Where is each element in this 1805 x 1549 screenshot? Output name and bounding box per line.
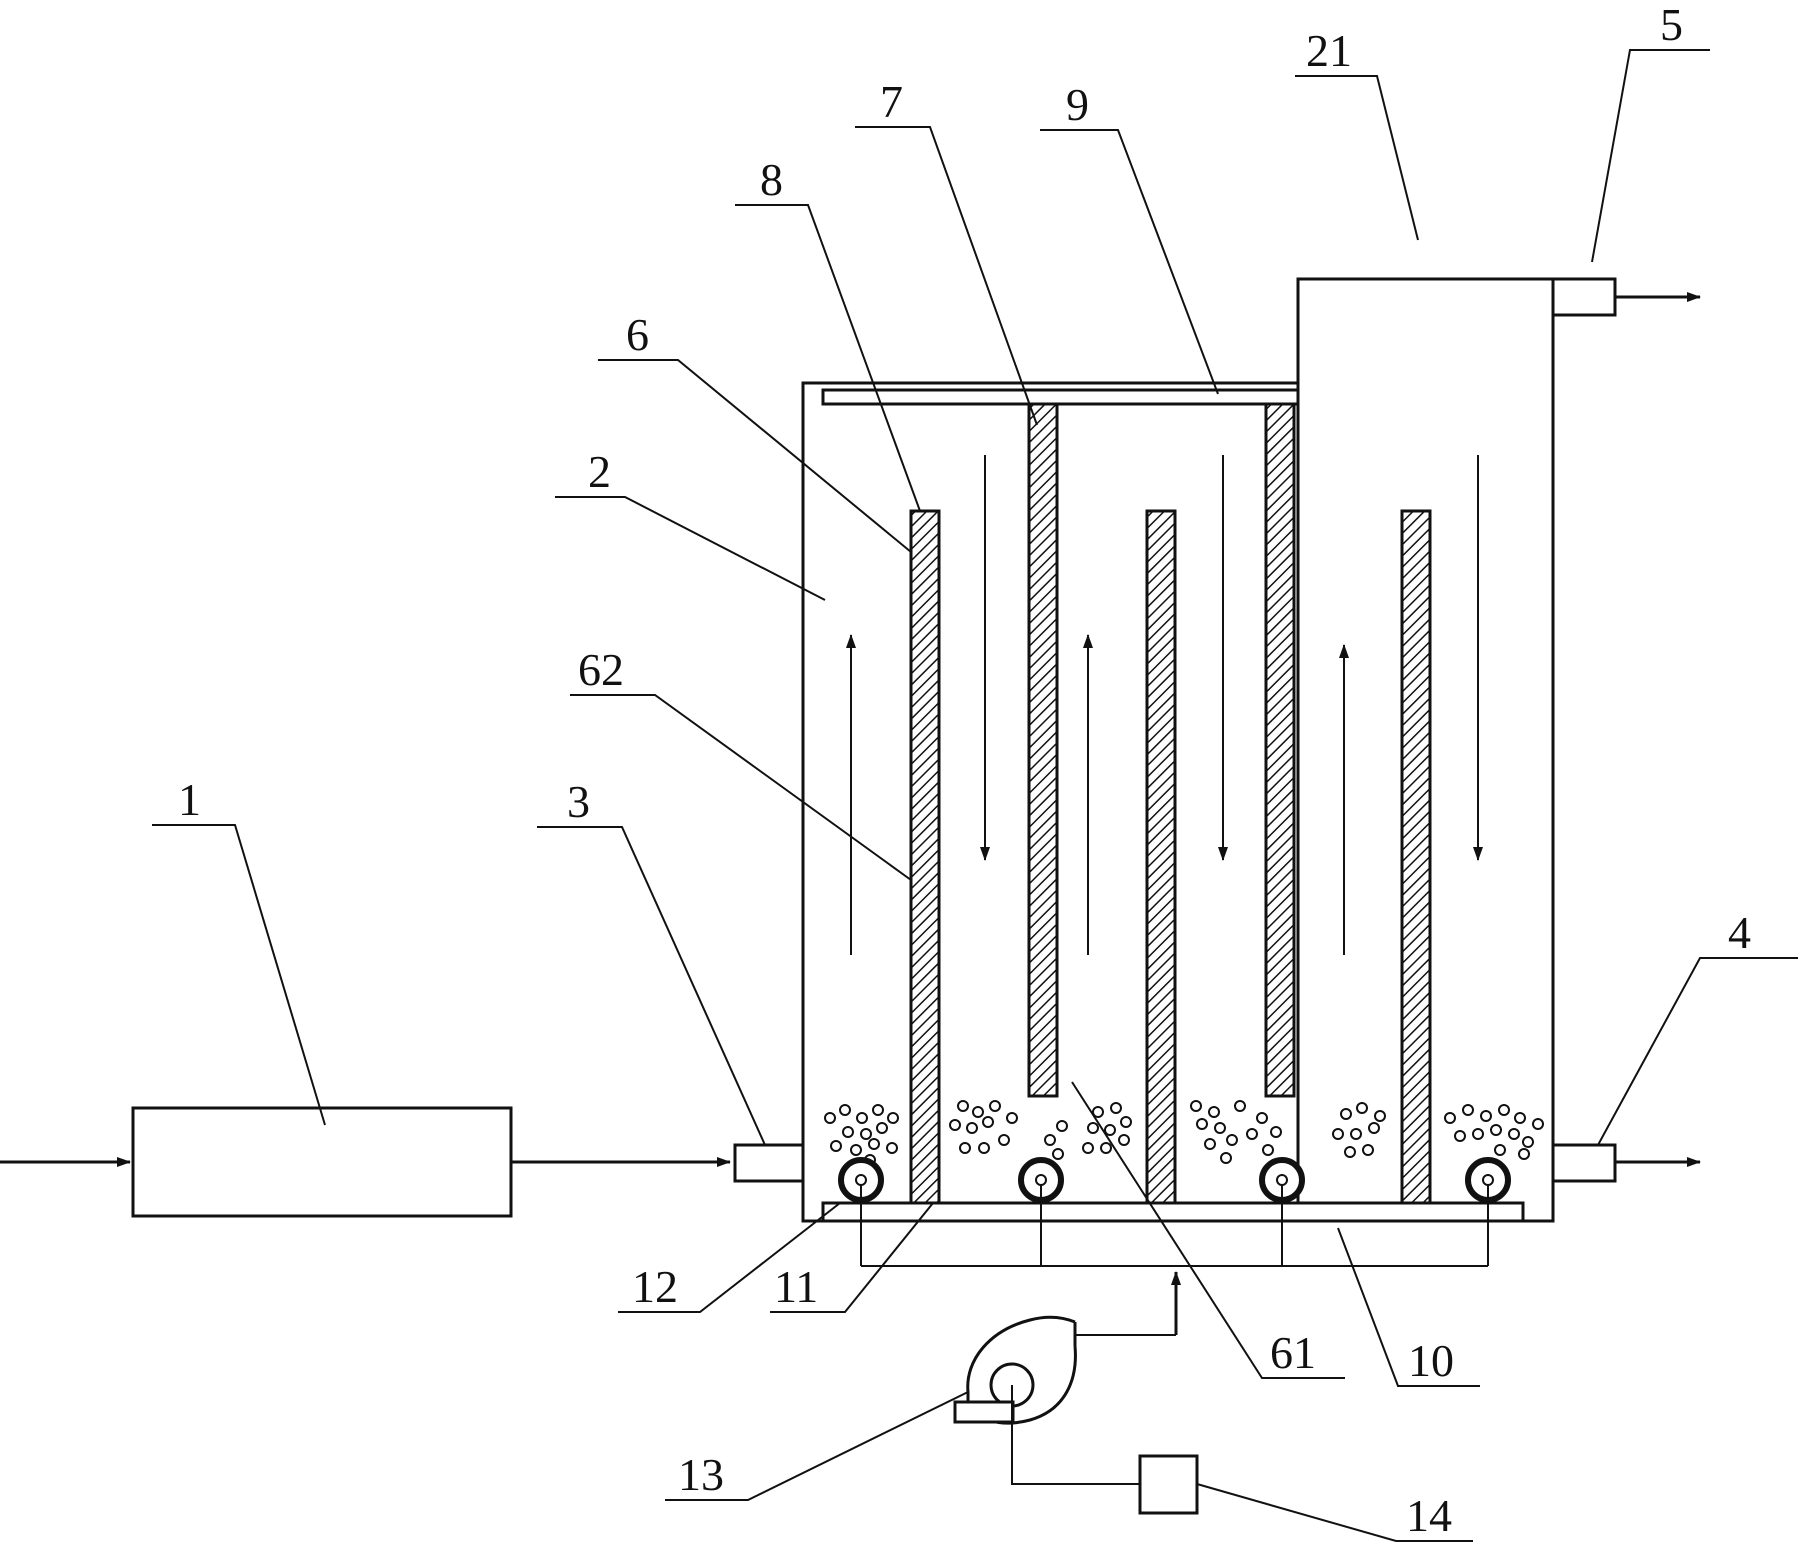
flow-arrows <box>846 455 1483 955</box>
label-3: 3 <box>567 776 590 827</box>
baffle-plate-8 <box>909 509 941 1205</box>
cover-plate-9 <box>821 388 1300 406</box>
label-2: 2 <box>588 446 611 497</box>
inlet-pipe-3 <box>733 1143 805 1183</box>
aeration-bubbles <box>824 1100 1544 1166</box>
baffle-plate-d <box>1264 402 1296 1098</box>
label-7: 7 <box>880 76 903 127</box>
leader-lines <box>152 49 1798 1542</box>
baffle-plate-c <box>1145 509 1177 1205</box>
label-11: 11 <box>774 1261 818 1312</box>
leader-7 <box>855 126 1038 426</box>
control-line <box>1011 1385 1140 1485</box>
label-21: 21 <box>1306 25 1352 76</box>
label-13: 13 <box>678 1449 724 1500</box>
label-1: 1 <box>178 774 201 825</box>
controller-14 <box>1138 1454 1199 1515</box>
leader-12 <box>618 1202 841 1313</box>
leader-11 <box>770 1202 934 1313</box>
label-5: 5 <box>1660 0 1683 50</box>
label-62: 62 <box>578 644 624 695</box>
label-8: 8 <box>760 154 783 205</box>
leader-1 <box>152 824 326 1126</box>
baffle-plate-e <box>1400 509 1432 1205</box>
leader-5 <box>1591 49 1710 263</box>
label-9: 9 <box>1066 79 1089 130</box>
pretreatment-unit-1 <box>131 1106 513 1218</box>
baffle-plates <box>909 402 1432 1205</box>
leader-61 <box>1071 1081 1345 1379</box>
aerators-12 <box>838 1157 1511 1203</box>
leader-6 <box>598 359 912 553</box>
blower-13 <box>953 1315 1077 1425</box>
label-4: 4 <box>1728 907 1751 958</box>
leader-21 <box>1295 75 1419 241</box>
baffle-plate-7 <box>1027 402 1059 1098</box>
part-labels: 1 2 3 4 5 6 7 8 9 10 11 12 13 14 21 61 6… <box>178 0 1751 1541</box>
label-12: 12 <box>632 1261 678 1312</box>
leader-2 <box>555 496 826 601</box>
label-14: 14 <box>1406 1490 1452 1541</box>
label-10: 10 <box>1408 1335 1454 1386</box>
leader-8 <box>735 204 921 512</box>
leader-14 <box>1196 1483 1473 1542</box>
air-distribution-pipe <box>860 1185 1489 1336</box>
leader-3 <box>537 826 766 1146</box>
leader-10 <box>1337 1227 1480 1387</box>
outlet-pipe-5 <box>1551 277 1617 317</box>
leader-4 <box>1597 957 1798 1146</box>
leader-9 <box>1040 129 1219 395</box>
leader-13 <box>665 1391 969 1501</box>
base-plate-10 <box>821 1201 1525 1223</box>
label-6: 6 <box>626 309 649 360</box>
outlet-pipe-4 <box>1551 1143 1617 1183</box>
label-61: 61 <box>1270 1327 1316 1378</box>
leader-62 <box>570 694 912 881</box>
